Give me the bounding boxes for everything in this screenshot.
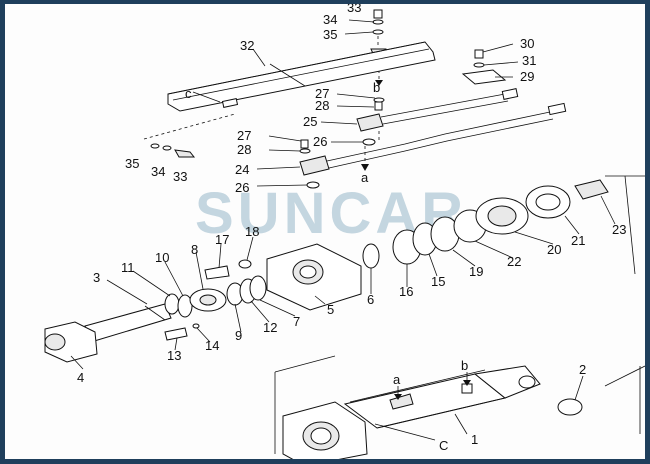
label-19: 19 — [469, 264, 483, 279]
exploded-parts-diagram: 33 34 35 32 30 31 29 b c 27 28 25 27 26 … — [44, 4, 645, 459]
label-17: 17 — [215, 232, 229, 247]
label-3: 3 — [93, 270, 100, 285]
cylinder-body-1 — [274, 355, 645, 459]
label-33-top: 33 — [347, 4, 361, 15]
ref-c-plate: c — [185, 86, 192, 101]
ref-a-body: a — [393, 372, 401, 387]
label-10: 10 — [155, 250, 169, 265]
label-34-left: 34 — [151, 164, 165, 179]
label-20: 20 — [547, 242, 561, 257]
label-31: 31 — [522, 53, 536, 68]
label-32: 32 — [240, 38, 254, 53]
label-27-upper: 27 — [315, 86, 329, 101]
top-bolt-stack — [370, 9, 390, 86]
label-35-top: 35 — [323, 27, 337, 42]
label-5: 5 — [327, 302, 334, 317]
pipe-assembly-25 — [356, 88, 519, 171]
label-33-left: 33 — [173, 169, 187, 184]
label-28-lower: 28 — [237, 142, 251, 157]
label-13: 13 — [167, 348, 181, 363]
label-22: 22 — [507, 254, 521, 269]
pipe-assembly-24 — [299, 102, 567, 189]
label-15: 15 — [431, 274, 445, 289]
label-24: 24 — [235, 162, 249, 177]
label-6: 6 — [367, 292, 374, 307]
label-7: 7 — [293, 314, 300, 329]
label-27-lower: 27 — [237, 128, 251, 143]
label-18: 18 — [245, 224, 259, 239]
label-12: 12 — [263, 320, 277, 335]
label-8: 8 — [191, 242, 198, 257]
label-34-top: 34 — [323, 12, 337, 27]
part-labels: 33 34 35 32 30 31 29 b c 27 28 25 27 26 … — [77, 4, 626, 453]
plate-32 — [167, 41, 436, 112]
label-35-left: 35 — [125, 156, 139, 171]
label-30: 30 — [520, 36, 534, 51]
cylinder-head-parts — [44, 175, 645, 363]
label-2: 2 — [579, 362, 586, 377]
label-14: 14 — [205, 338, 219, 353]
label-11: 11 — [121, 260, 135, 275]
label-23: 23 — [612, 222, 626, 237]
bracket-29 — [461, 49, 507, 85]
ref-c-body: C — [439, 438, 448, 453]
label-16: 16 — [399, 284, 413, 299]
left-bolt-set — [143, 113, 236, 158]
label-28-upper: 28 — [315, 98, 329, 113]
label-9: 9 — [235, 328, 242, 343]
label-4: 4 — [77, 370, 84, 385]
ref-a-pipe: a — [361, 170, 369, 185]
ref-b-pipe: b — [373, 80, 380, 95]
ref-b-body: b — [461, 358, 468, 373]
label-26-lower: 26 — [235, 180, 249, 195]
label-25: 25 — [303, 114, 317, 129]
label-1: 1 — [471, 432, 478, 447]
label-26-upper: 26 — [313, 134, 327, 149]
label-21: 21 — [571, 233, 585, 248]
label-29: 29 — [520, 69, 534, 84]
leader-lines — [70, 19, 616, 441]
